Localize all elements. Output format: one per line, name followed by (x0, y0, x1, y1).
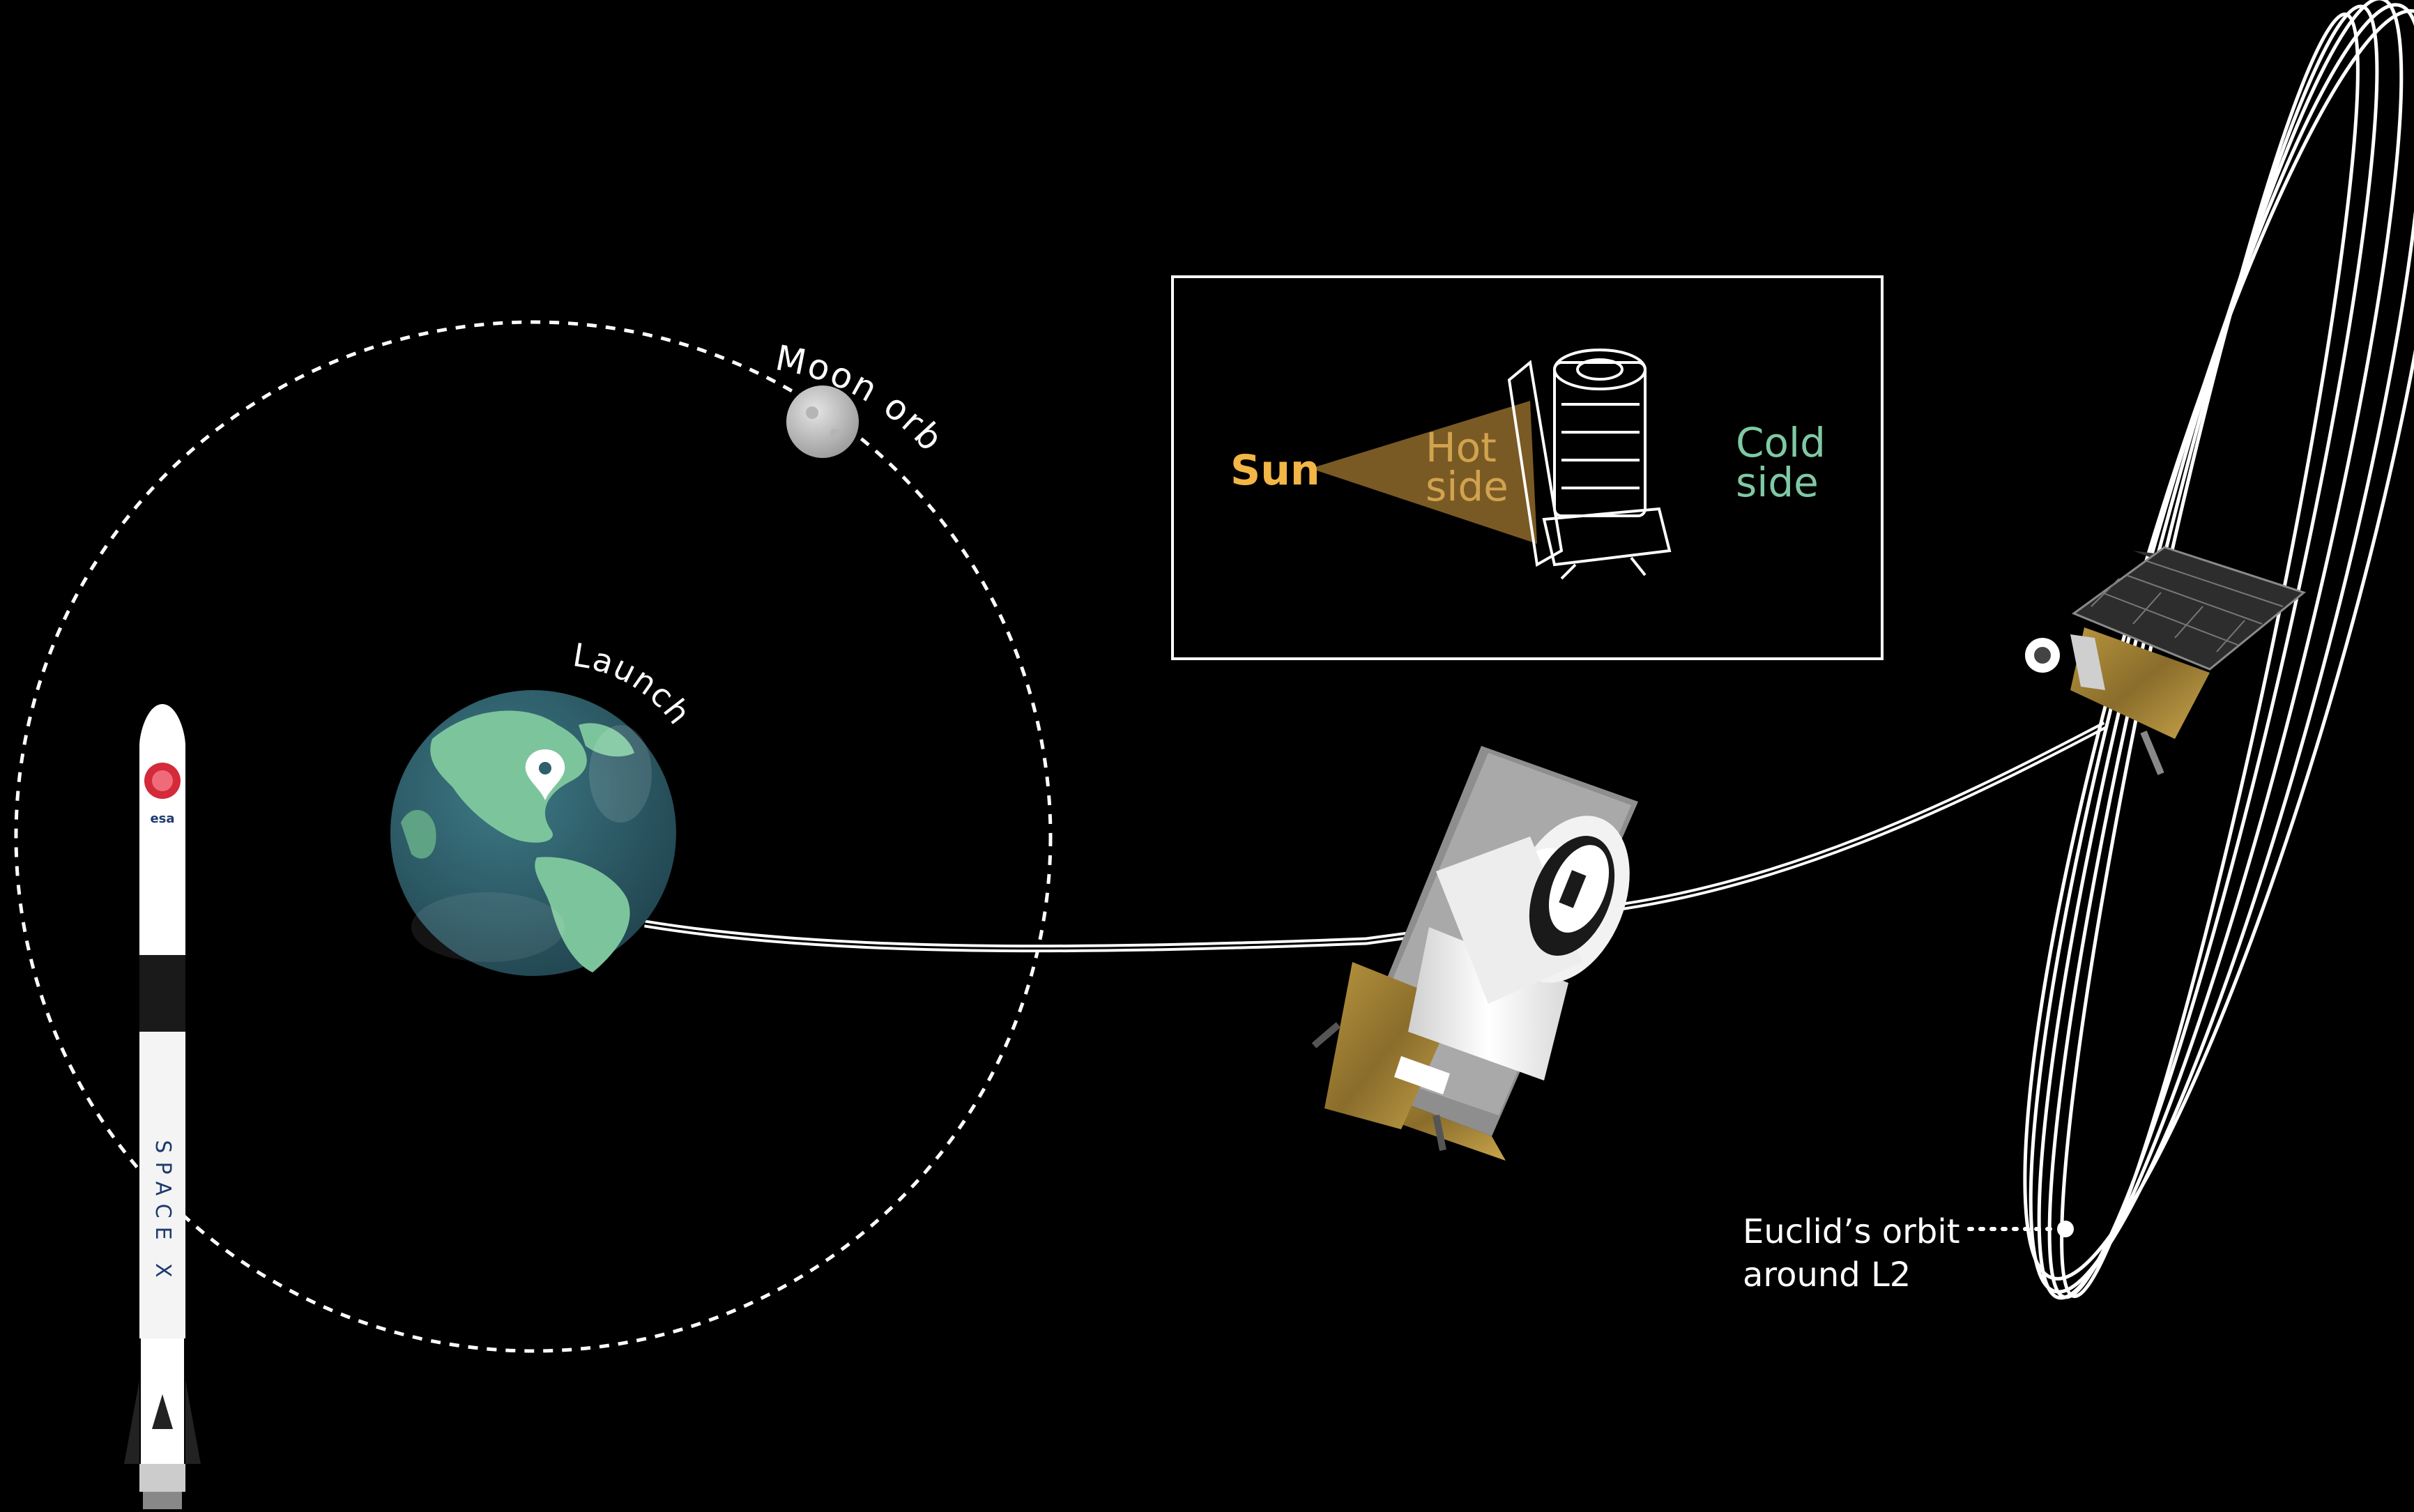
l2-point-icon (2057, 1221, 2074, 1237)
falcon-9-rocket-icon (124, 704, 201, 1509)
euclid-outline-icon (1507, 349, 1672, 580)
orbit-label-line1: Euclid’s orbit (1743, 1212, 1960, 1251)
transfer-trajectory-inner (644, 724, 2106, 950)
hot-side-label-line2: side (1426, 463, 1508, 510)
moon-icon (786, 385, 859, 458)
hot-side-label-line1: Hot (1426, 424, 1497, 471)
euclid-spacecraft-icon (1311, 746, 1638, 1161)
transfer-trajectory (644, 721, 2107, 953)
moon-crater (806, 406, 818, 419)
cold-side-label-line1: Cold (1736, 419, 1826, 466)
hot-side-cone (1311, 401, 1537, 544)
moon-orbit-path (14, 320, 1053, 1353)
rocket-spacex-text: SPACE X (151, 1140, 175, 1285)
sun-label: Sun (1230, 446, 1320, 495)
orbit-label-line2: around L2 (1743, 1255, 1911, 1295)
l2-halo-orbit (2023, 0, 2414, 1300)
map-pin-icon (525, 749, 565, 800)
earth-globe-icon (390, 690, 676, 976)
moon-crater (830, 429, 840, 438)
cold-side-label-line2: side (1736, 459, 1819, 506)
sun-shield-inset (1171, 275, 1884, 660)
rocket-esa-logo: esa (150, 811, 174, 826)
euclid-spacecraft-small-icon (2025, 546, 2307, 775)
